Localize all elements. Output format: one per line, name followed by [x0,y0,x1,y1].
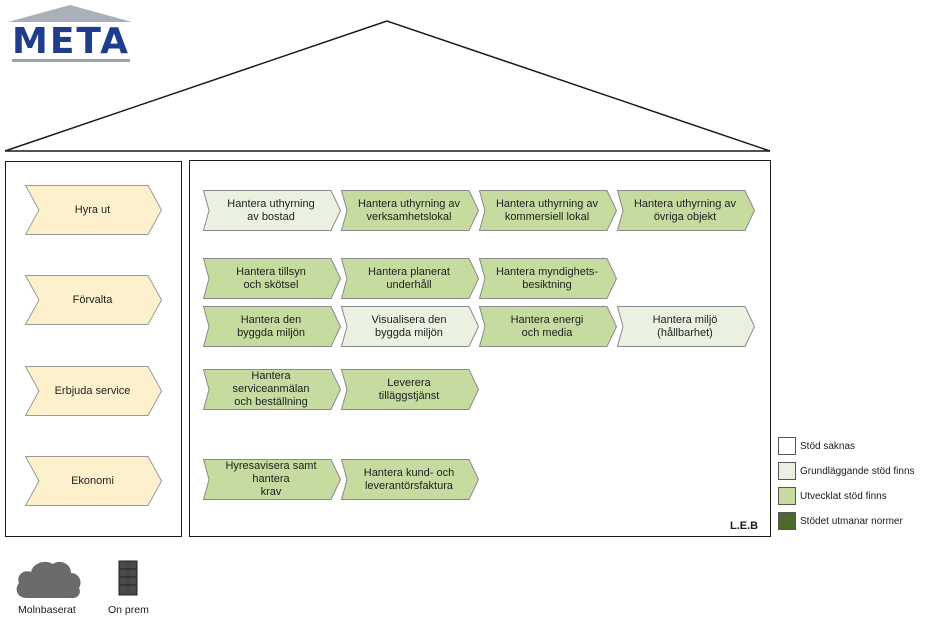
legend-label: Grundläggande stöd finns [800,466,915,477]
legend-item-utvecklat: Utvecklat stöd finns [777,486,926,508]
chevron-shape [341,258,479,299]
legend-label: Utvecklat stöd finns [800,491,887,502]
cloud-icon [16,561,81,599]
legend-swatch [778,437,796,455]
capability-map-panel [189,160,771,537]
chevron-label: Förvalta [72,293,113,306]
leb-label: L.E.B [730,520,759,532]
legend-swatch [778,487,796,505]
chevron-shape [203,369,341,410]
chevron-label: Hantera miljö(hållbarhet) [652,313,718,339]
chevron-label: Erbjuda service [54,384,131,397]
stage-hyra-ut: Hyra ut [25,185,162,235]
chevron-shape [25,366,162,416]
value-chain-panel [5,161,182,537]
legend-swatch [778,512,796,530]
chevron-shape [25,456,162,506]
chevron-label: Ekonomi [71,474,114,487]
capability-hantera-miljo-hallbarhet: Hantera miljö(hållbarhet) [617,306,755,347]
chevron-label: Hyra ut [74,203,111,216]
molnbaserat-label: Molnbaserat [18,604,76,616]
legend-label: Stöd saknas [800,441,856,452]
server-icon [118,560,138,596]
chevron-shape [203,258,341,299]
chevron-shape [479,306,617,347]
stage-erbjuda-service: Erbjuda service [25,366,162,416]
chevron-shape [479,190,617,231]
chevron-shape [25,275,162,325]
chevron-shape [25,185,162,235]
stage-forvalta: Förvalta [25,275,162,325]
chevron-shape [341,306,479,347]
chevron-shape [341,190,479,231]
capability-hantera-myndighets-besiktning: Hantera myndighets-besiktning [479,258,617,299]
house-roof [4,20,771,152]
chevron-shape [341,369,479,410]
legend-item-utmanar: Stödet utmanar normer [777,511,926,533]
on-prem-label: On prem [108,604,149,616]
chevron-label: Hantera myndighets-besiktning [495,265,599,291]
logo-underline [12,59,130,62]
logo-roof-icon [8,5,132,22]
chevron-shape [617,190,755,231]
legend-label: Stödet utmanar normer [800,516,903,527]
chevron-shape [479,258,617,299]
chevron-shape [341,459,479,500]
chevron-shape [203,190,341,231]
legend-item-stod-saknas: Stöd saknas [777,436,926,458]
chevron-shape [203,306,341,347]
legend-swatch [778,462,796,480]
legend-item-grundlaggande: Grundläggande stöd finns [777,461,926,483]
meta-logo: META [8,4,132,62]
chevron-shape [617,306,755,347]
logo-text: META [12,21,131,62]
chevron-shape [203,459,341,500]
stage-ekonomi: Ekonomi [25,456,162,506]
